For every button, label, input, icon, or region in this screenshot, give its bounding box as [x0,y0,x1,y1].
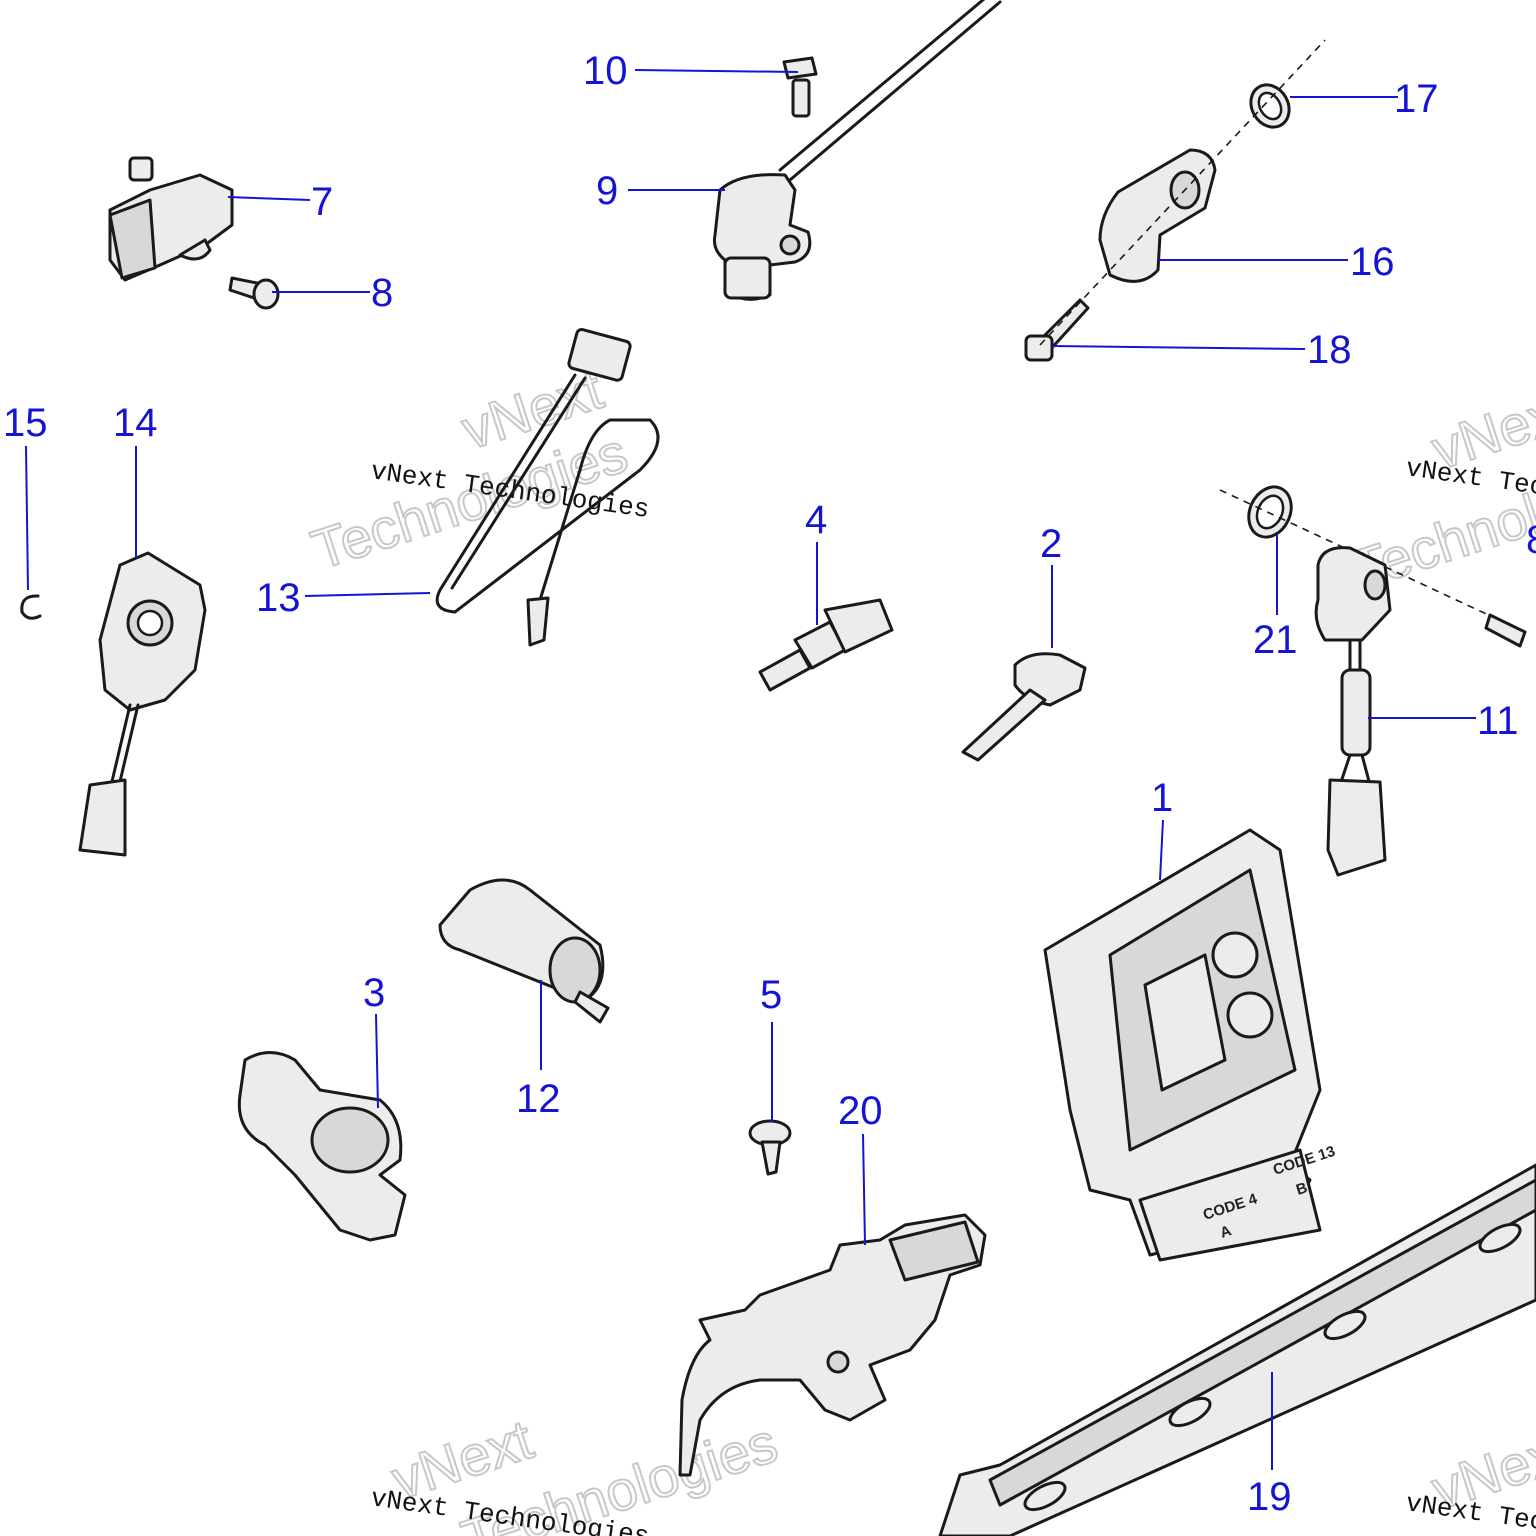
callout-14: 14 [113,401,158,445]
ecu-letter-b-label: B [1294,1179,1310,1199]
part-21-o-ring [1247,485,1293,539]
callout-4: 4 [805,498,827,542]
callout-20: 20 [838,1089,883,1133]
part-18-bolt [1024,298,1090,362]
callout-12: 12 [516,1077,561,1121]
part-12-buzzer [438,878,610,1024]
part-5-screw [748,1119,792,1176]
ecu-letter-a-label: A [1218,1222,1234,1242]
part-15-clip [20,594,42,620]
watermark-top: vNext Technologies vNext Technologies [303,356,651,582]
assembly-line-16 [1039,39,1326,346]
callout-17: 17 [1394,77,1439,121]
callout-11: 11 [1477,699,1519,743]
callout-9: 9 [596,169,618,213]
part-17-o-ring [1249,83,1291,129]
part-10-bolt [782,56,818,118]
part-8-bolt [228,276,280,310]
part-2-air-temp-sensor [961,652,1087,762]
callout-8: 8 [371,271,393,315]
callout-3: 3 [363,971,385,1015]
part-8b-bolt [1484,613,1527,648]
callout-8b: 8 [1526,518,1536,562]
callout-21: 21 [1253,618,1298,662]
callout-5: 5 [760,973,782,1017]
part-3-ignition-switch [237,1051,407,1242]
part-7-map-sensor [108,156,234,282]
callout-1: 1 [1151,776,1173,820]
callout-18: 18 [1307,328,1352,372]
part-9-speed-sensor [713,0,1002,301]
part-19-bracket [938,1163,1536,1536]
leader-lines [25,69,1476,1470]
callout-2: 2 [1040,522,1062,566]
callout-16: 16 [1350,240,1395,284]
callout-numbers: 10 9 7 8 17 16 18 15 14 13 4 2 21 8 11 1… [3,49,1536,1519]
part-16-elbow [1098,148,1217,283]
callout-19: 19 [1247,1475,1292,1519]
callout-15: 15 [3,401,48,445]
part-4-temp-sensor [758,598,894,692]
part-11-sensor [1314,546,1392,877]
part-1-ecu: CODE 4 A CODE 13 B [1043,828,1337,1262]
callout-10: 10 [583,49,628,93]
callout-7: 7 [311,180,333,224]
callout-13: 13 [256,576,301,620]
part-13-sensor-harness [435,328,660,647]
part-14-tps [78,551,207,857]
part-20-valve [678,1213,987,1477]
